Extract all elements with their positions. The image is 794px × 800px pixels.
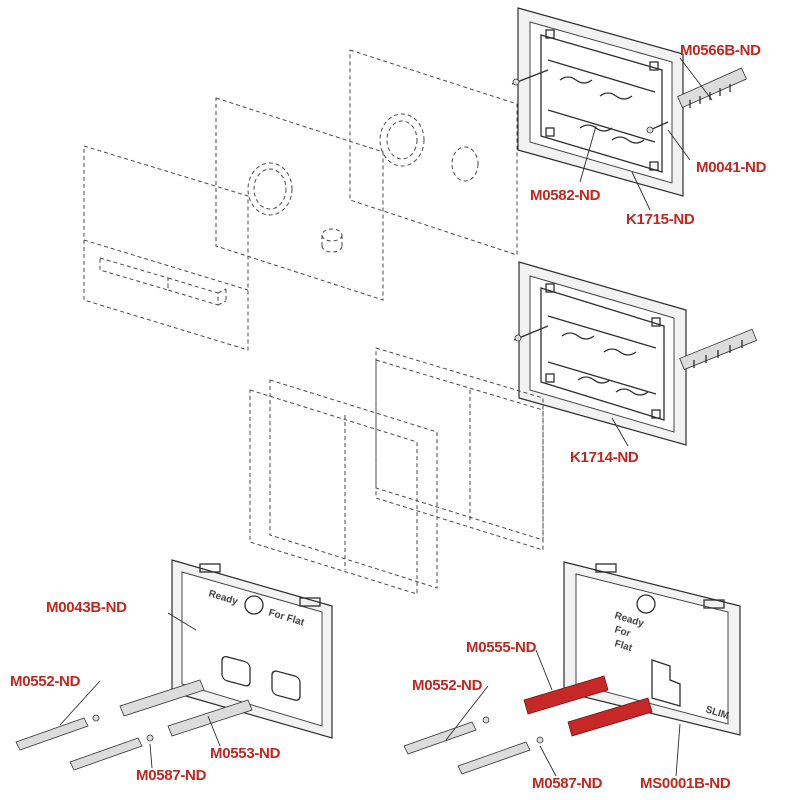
label-m0552-left: M0552-ND: [10, 673, 81, 690]
rails-m0553: [119, 679, 253, 737]
plate-rectangular-buttons: [83, 145, 249, 351]
install-frame-m0043b: Ready For Flat: [171, 559, 333, 739]
label-m0566b: M0566B-ND: [680, 42, 761, 59]
part-labels: M0566B-ND M0041-ND M0582-ND K1715-ND K17…: [10, 42, 767, 792]
bolt-left-middle: [513, 325, 549, 342]
plate-flat-split-front: [249, 379, 438, 595]
install-frame-ms0001b: Ready For Flat SLIM: [563, 561, 741, 736]
anchor-bolt-m0566b: [677, 67, 747, 109]
label-m0043b: M0043B-ND: [46, 599, 127, 616]
screw-m0041: [646, 121, 669, 134]
label-m0582: M0582-ND: [530, 187, 601, 204]
label-m0587-left: M0587-ND: [136, 767, 207, 784]
label-m0587-right: M0587-ND: [532, 775, 603, 792]
label-m0552-right: M0552-ND: [412, 677, 483, 694]
plate-flat-split-back: [375, 347, 544, 551]
label-m0553: M0553-ND: [210, 745, 281, 762]
label-ms0001b: MS0001B-ND: [640, 775, 731, 792]
anchor-bolt-middle: [679, 328, 758, 371]
dowels-m0552-left: [15, 714, 154, 771]
label-m0041: M0041-ND: [696, 159, 767, 176]
plate-round-button-small: [215, 97, 384, 301]
bolt-left-top: [511, 69, 549, 86]
plate-round-buttons-dual: [349, 49, 518, 256]
label-k1714: K1714-ND: [570, 449, 639, 466]
embossed-flat-right: Flat: [613, 638, 634, 654]
label-m0555: M0555-ND: [466, 639, 537, 656]
embossed-for-right: For: [613, 624, 632, 639]
mounting-frame-k1714: [518, 261, 687, 446]
dowels-m0552-right: [403, 716, 544, 775]
rails-m0555: [523, 675, 653, 737]
mounting-frame-k1715: [517, 7, 684, 197]
label-k1715: K1715-ND: [626, 211, 695, 228]
leader-lines: [59, 57, 713, 777]
